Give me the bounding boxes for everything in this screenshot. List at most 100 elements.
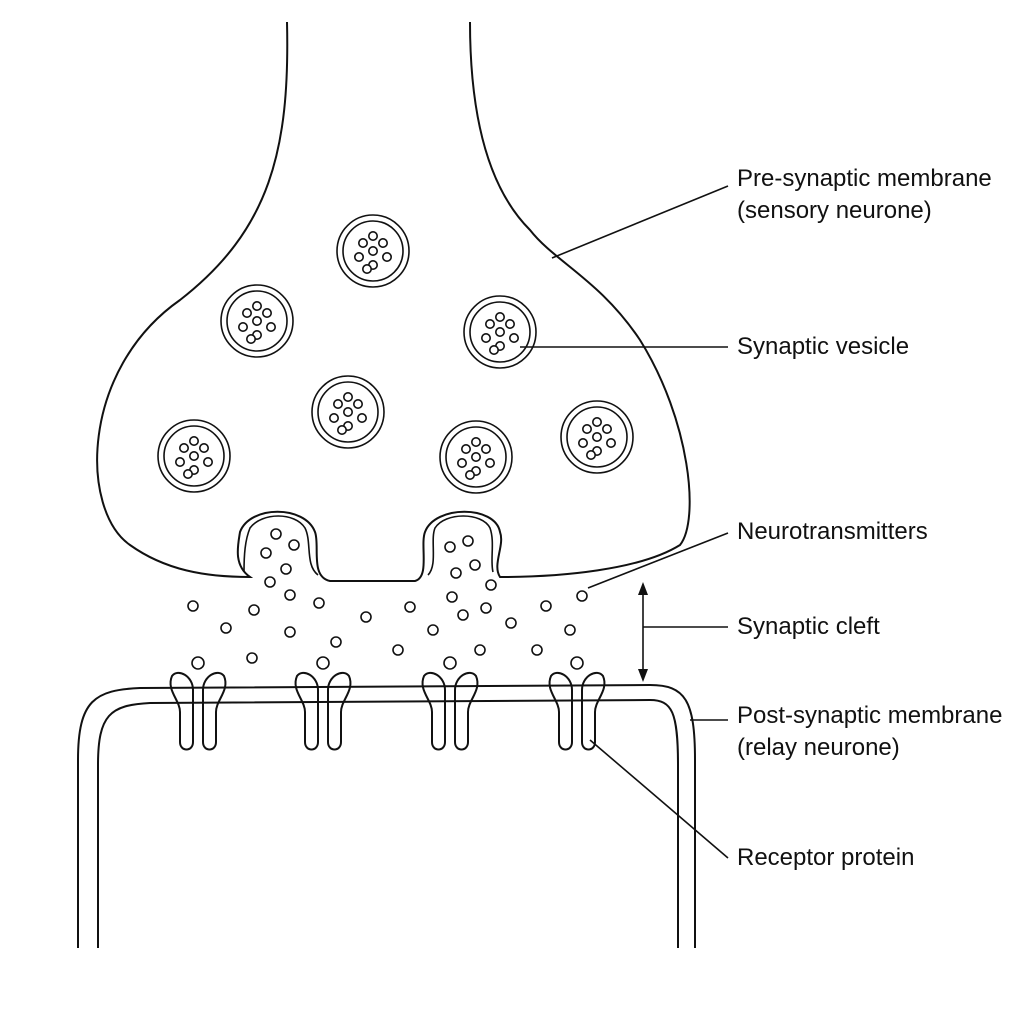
leader-receptor [589, 739, 729, 859]
bound-neurotransmitter [570, 656, 584, 670]
synaptic-vesicle [157, 419, 231, 493]
neurotransmitter [462, 535, 474, 547]
neurotransmitter [444, 541, 456, 553]
receptor-protein [169, 656, 227, 751]
neurotransmitter [330, 636, 342, 648]
synaptic-vesicle [463, 295, 537, 369]
neurotransmitter [505, 617, 517, 629]
vesicle-content-molecule [381, 252, 392, 263]
label-pre-synaptic-membrane: Pre-synaptic membrane (sensory neurone) [737, 163, 992, 227]
label-post-synaptic-line1: Post-synaptic membrane [737, 702, 1003, 729]
vesicle-content-molecule [252, 300, 263, 311]
vesicle-content-molecule [179, 442, 190, 453]
vesicle-content-molecule [242, 307, 253, 318]
vesicle-content-molecule [356, 412, 367, 423]
neurotransmitter [360, 611, 372, 623]
neurotransmitter [313, 597, 325, 609]
synaptic-vesicle [336, 214, 410, 288]
vesicle-content-molecule [336, 424, 347, 435]
vesicle-content-molecule [470, 451, 481, 462]
label-synaptic-vesicle: Synaptic vesicle [737, 333, 910, 360]
synaptic-vesicle [560, 400, 634, 474]
synaptic-vesicles [157, 214, 634, 494]
vesicle-content-molecule [199, 442, 210, 453]
synaptic-vesicle [439, 420, 513, 494]
vesicle-content-molecule [203, 456, 214, 467]
neurotransmitter [427, 624, 439, 636]
vesicle-content-molecule [601, 423, 612, 434]
vesicle-content-molecule [367, 246, 378, 257]
neurotransmitter [485, 579, 497, 591]
vesicle-content-molecule [581, 423, 592, 434]
label-post-synaptic-line2: (relay neurone) [737, 734, 900, 761]
label-neurotransmitters: Neurotransmitters [737, 518, 928, 545]
neurotransmitter [288, 539, 300, 551]
neurotransmitter [284, 626, 296, 638]
bound-neurotransmitter [191, 656, 205, 670]
receptor-protein [294, 656, 352, 751]
label-synaptic-cleft: Synaptic cleft [737, 613, 880, 640]
vesicle-content-molecule [352, 398, 363, 409]
cleft-arrow-head-top [638, 582, 648, 595]
neurotransmitter [450, 567, 462, 579]
vesicle-content-molecule [189, 450, 200, 461]
receptor-proteins [169, 656, 606, 751]
cleft-arrow-head-bottom [638, 669, 648, 682]
vesicle-content-molecule [480, 332, 491, 343]
vesicle-content-molecule [494, 311, 505, 322]
vesicle-content-molecule [504, 318, 515, 329]
neurotransmitter [457, 609, 469, 621]
neurotransmitter [248, 604, 260, 616]
label-pre-synaptic-line2: (sensory neurone) [737, 197, 932, 224]
neurotransmitter [246, 652, 258, 664]
label-pre-synaptic-line1: Pre-synaptic membrane [737, 165, 992, 192]
receptor-protein [421, 656, 479, 751]
vesicle-content-molecule [265, 321, 276, 332]
neurotransmitter [540, 600, 552, 612]
vesicle-content-molecule [183, 468, 194, 479]
exocytosis-pocket-right [427, 515, 494, 576]
vesicle-content-molecule [367, 231, 378, 242]
vesicle-content-molecule [246, 333, 257, 344]
neurotransmitter [576, 590, 588, 602]
neurotransmitter [404, 601, 416, 613]
vesicle-content-molecule [353, 252, 364, 263]
neurotransmitter [220, 622, 232, 634]
neurotransmitter [531, 644, 543, 656]
label-post-synaptic-membrane: Post-synaptic membrane (relay neurone) [737, 700, 1002, 764]
vesicle-content-molecule [464, 469, 475, 480]
vesicle-content-molecule [460, 443, 471, 454]
vesicle-content-molecule [484, 318, 495, 329]
neurotransmitter [260, 547, 272, 559]
vesicle-content-molecule [480, 443, 491, 454]
synaptic-vesicle [220, 284, 294, 358]
vesicle-content-molecule [175, 456, 186, 467]
vesicle-content-molecule [377, 238, 388, 249]
bound-neurotransmitter [443, 656, 457, 670]
neurotransmitter [392, 644, 404, 656]
neurotransmitter [474, 644, 486, 656]
vesicle-content-molecule [605, 437, 616, 448]
bound-neurotransmitter [316, 656, 330, 670]
neurotransmitter [480, 602, 492, 614]
vesicle-content-molecule [484, 457, 495, 468]
vesicle-content-molecule [508, 332, 519, 343]
vesicle-content-molecule [252, 315, 263, 326]
vesicle-content-molecule [577, 437, 588, 448]
leader-pre-synaptic [551, 185, 729, 259]
vesicle-content-molecule [470, 436, 481, 447]
synaptic-vesicle [311, 375, 385, 449]
vesicle-content-molecule [332, 398, 343, 409]
vesicle-content-molecule [494, 326, 505, 337]
pre-synaptic-terminal [96, 21, 691, 582]
neurotransmitter [264, 576, 276, 588]
vesicle-content-molecule [328, 412, 339, 423]
neurotransmitter-molecules [187, 528, 588, 664]
vesicle-content-molecule [342, 406, 353, 417]
neurotransmitter [446, 591, 458, 603]
vesicle-content-molecule [585, 449, 596, 460]
post-synaptic-membrane-outer [77, 683, 696, 948]
vesicle-content-molecule [591, 431, 602, 442]
label-receptor-protein: Receptor protein [737, 844, 915, 871]
